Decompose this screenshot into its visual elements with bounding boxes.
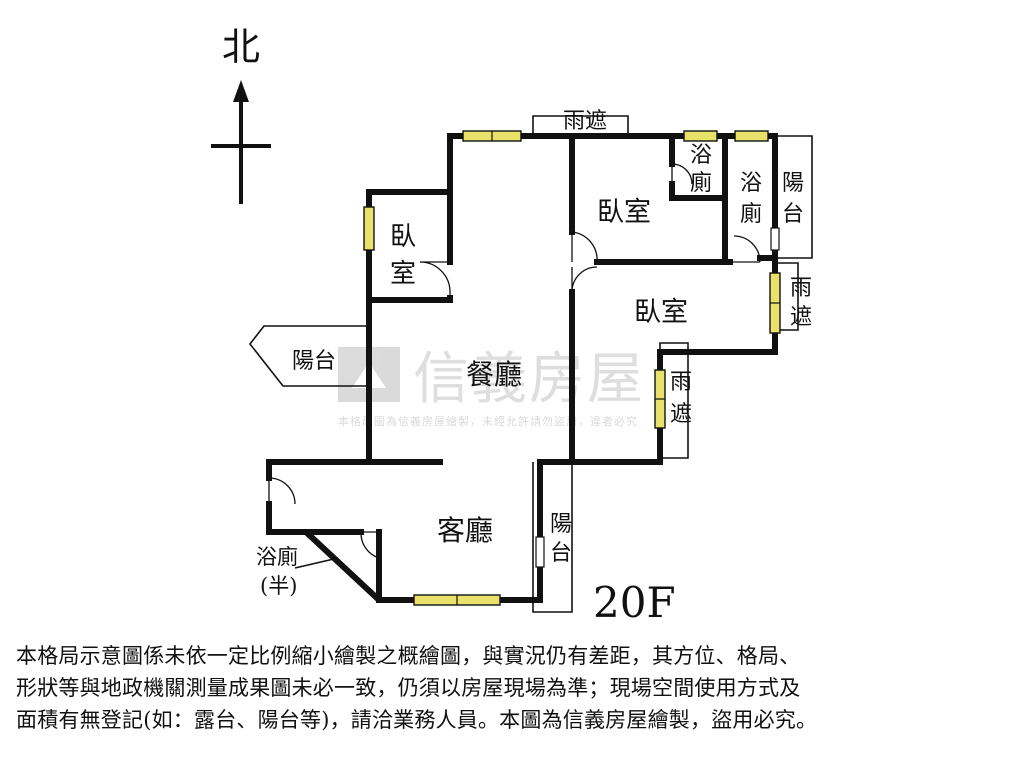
- disclaimer-line-2: 形狀等與地政機關測量成果圖未必一致，仍須以房屋現場為準；現場空間使用方式及: [16, 676, 801, 700]
- wall-small-bath-bottom: [669, 181, 728, 201]
- balcony-bottom-label-1: 陽: [550, 512, 572, 537]
- north-label: 北: [222, 25, 260, 69]
- window-left-bedroom: [363, 206, 375, 251]
- compass: 北: [211, 25, 271, 204]
- door-right-bedroom: [571, 266, 598, 293]
- half-bath-label-1: 浴廁: [256, 545, 298, 569]
- watermark-logo-icon: [338, 347, 400, 402]
- bath-top-label-1: 浴: [690, 143, 712, 168]
- wall-dining-south: [266, 459, 443, 481]
- balcony-top-right-label-1: 陽: [782, 171, 804, 196]
- dining-label: 餐廳: [466, 358, 522, 391]
- sliding-doors: [535, 227, 780, 568]
- wall-east-living: [537, 443, 663, 603]
- canopy-mid-label-1: 雨: [670, 370, 692, 395]
- bedroom-right-label: 臥室: [634, 297, 688, 328]
- living-label: 客廳: [437, 514, 493, 547]
- disclaimer-line-1: 本格局示意圖係未依一定比例縮小繪製之概繪圖，與實況仍有差距，其方位、格局、: [16, 644, 801, 668]
- balcony-left-outline: [248, 325, 367, 387]
- bath-right-label-2: 廁: [740, 202, 762, 227]
- room-labels: 雨遮 浴 廁 浴 廁 陽 台 雨 遮 臥 室 臥室 臥室 陽台 雨 遮 餐廳 客…: [256, 109, 812, 598]
- canopy-top-label: 雨遮: [563, 109, 607, 134]
- canopy-right-label-1: 雨: [790, 276, 812, 301]
- disclaimer: 本格局示意圖係未依一定比例縮小繪製之概繪圖，與實況仍有差距，其方位、格局、 形狀…: [16, 640, 1011, 736]
- sliding-door-living: [535, 536, 545, 568]
- half-bath-leader: [294, 557, 339, 569]
- sliding-door-balcony-right: [770, 227, 780, 251]
- bedroom-left-label-2: 室: [390, 259, 416, 289]
- door-left-bedroom: [419, 261, 451, 298]
- window-right-bath: [734, 130, 769, 142]
- floor-label: 20F: [593, 578, 676, 627]
- canopy-right-label-2: 遮: [790, 305, 812, 330]
- balcony-top-right-outline: [775, 135, 813, 259]
- balcony-bottom-outline: [532, 462, 573, 613]
- watermark-note: 本格局圖為信義房屋繪製，未經允許請勿盜用，違者必究: [338, 414, 638, 428]
- door-right-bath: [730, 235, 761, 263]
- disclaimer-line-3: 面積有無登記(如：露台、陽台等)，請洽業務人員。本圖為信義房屋繪製，盜用必究。: [16, 708, 818, 732]
- floor-plan: 北 信義房屋 本格局圖為信義房屋繪製，未經允許請勿盜用，違者必究: [211, 25, 813, 627]
- canopy-mid-label-2: 遮: [670, 402, 692, 427]
- canopy-right-outline: [778, 262, 799, 331]
- bedroom-top-label: 臥室: [597, 197, 651, 228]
- bath-right-label-1: 浴: [740, 171, 762, 196]
- windows: [363, 130, 781, 606]
- north-arrow-icon: [233, 80, 249, 102]
- bath-top-label-2: 廁: [690, 171, 712, 196]
- balcony-top-right-label-2: 台: [782, 202, 804, 227]
- bedroom-left-label-1: 臥: [390, 222, 416, 252]
- wall-left-bedroom: [366, 133, 683, 303]
- half-bath-label-2: (半): [260, 574, 297, 598]
- door-entry: [268, 477, 296, 505]
- door-top-bedroom: [571, 231, 598, 263]
- window-small-bath: [683, 130, 718, 142]
- doors: [268, 163, 761, 559]
- canopy-top-outline: [532, 115, 629, 136]
- wall-entry: [266, 501, 543, 603]
- watermark-brand: 信義房屋: [413, 347, 645, 412]
- balcony-left-label: 陽台: [292, 349, 336, 374]
- balcony-bottom-label-2: 台: [550, 541, 572, 566]
- watermark: 信義房屋 本格局圖為信義房屋繪製，未經允許請勿盜用，違者必究: [338, 347, 645, 428]
- door-small-bath: [671, 163, 693, 185]
- door-half-bath: [360, 531, 380, 559]
